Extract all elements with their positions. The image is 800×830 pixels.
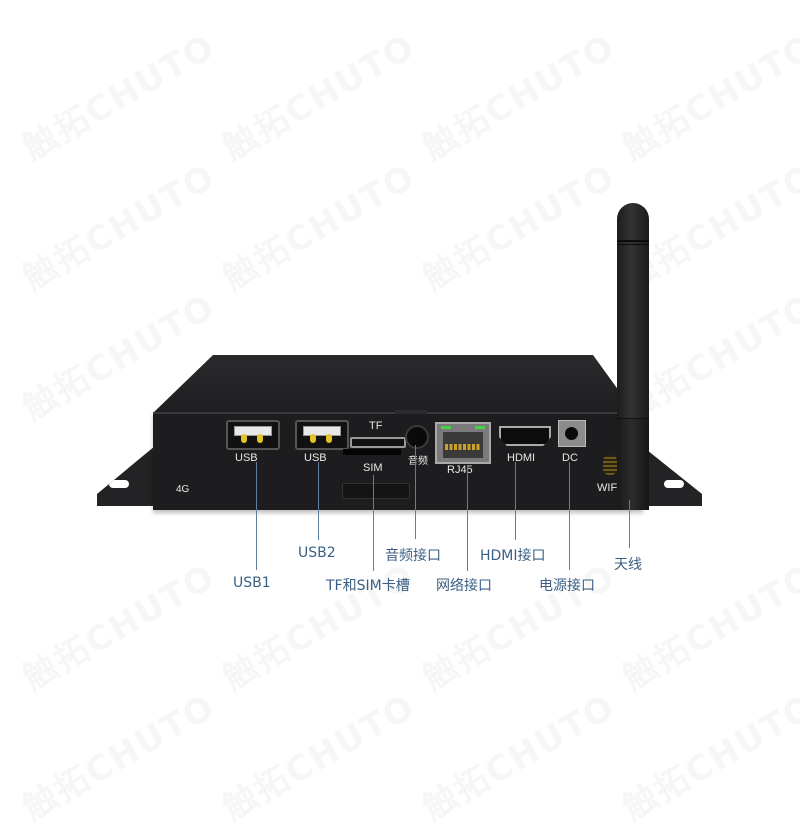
watermark: 触拓CHUTO: [16, 686, 223, 829]
callout-line-audio: [415, 445, 416, 539]
rj45-port: [435, 422, 491, 464]
callout-power: 电源接口: [539, 578, 595, 594]
callout-line-usb1: [256, 462, 257, 570]
watermark: 触拓CHUTO: [16, 26, 223, 169]
callout-antenna: 天线: [614, 557, 642, 573]
watermark: 触拓CHUTO: [416, 686, 623, 829]
usb2-port: [295, 420, 349, 450]
watermark: 触拓CHUTO: [216, 556, 423, 699]
watermark: 触拓CHUTO: [216, 26, 423, 169]
callout-line-antenna: [629, 500, 630, 548]
watermark: 触拓CHUTO: [216, 156, 423, 299]
watermark: 触拓CHUTO: [16, 556, 223, 699]
antenna: [617, 203, 649, 510]
activity-led: [475, 426, 485, 429]
tf-card-slot: [350, 437, 406, 448]
wifi-antenna-connector: [603, 455, 617, 475]
watermark: 触拓CHUTO: [16, 156, 223, 299]
link-led: [441, 426, 451, 429]
tf-slot-label: TF: [369, 420, 383, 432]
wifi-label: WIFI: [597, 482, 621, 494]
usb2-port-label: USB: [304, 452, 327, 464]
mounting-hole: [109, 480, 129, 488]
mounting-hole: [664, 480, 684, 488]
callout-line-network: [467, 465, 468, 571]
watermark: 触拓CHUTO: [416, 156, 623, 299]
sim-tray: [342, 483, 410, 499]
4g-label: 4G: [176, 484, 190, 495]
dc-port-label: DC: [562, 452, 578, 464]
callout-tf-sim: TF和SIM卡槽: [326, 578, 410, 594]
callout-hdmi: HDMI接口: [480, 548, 546, 564]
callout-line-tf-sim: [373, 475, 374, 571]
sim-card-slot: [343, 449, 401, 455]
hdmi-port: [499, 426, 551, 446]
audio-jack-label: 音频: [408, 456, 428, 467]
watermark: 触拓CHUTO: [416, 26, 623, 169]
dc-power-jack: [558, 420, 586, 447]
sim-slot-label: SIM: [363, 462, 383, 474]
callout-line-power: [569, 462, 570, 570]
audio-jack: [405, 425, 429, 449]
callout-usb1: USB1: [233, 575, 271, 591]
callout-usb2: USB2: [298, 545, 336, 561]
watermark: 触拓CHUTO: [416, 556, 623, 699]
usb1-port-label: USB: [235, 452, 258, 464]
callout-network: 网络接口: [436, 578, 492, 594]
device-top-face: [153, 355, 635, 413]
watermark: 触拓CHUTO: [616, 686, 800, 829]
watermark: 触拓CHUTO: [216, 686, 423, 829]
callout-audio: 音频接口: [385, 548, 441, 564]
callout-line-hdmi: [515, 462, 516, 540]
usb1-port: [226, 420, 280, 450]
panel-seam: [395, 410, 427, 414]
callout-line-usb2: [318, 462, 319, 540]
rj45-port-label: RJ45: [447, 464, 473, 476]
watermark: 触拓CHUTO: [616, 26, 800, 169]
hdmi-port-label: HDMI: [507, 452, 536, 464]
